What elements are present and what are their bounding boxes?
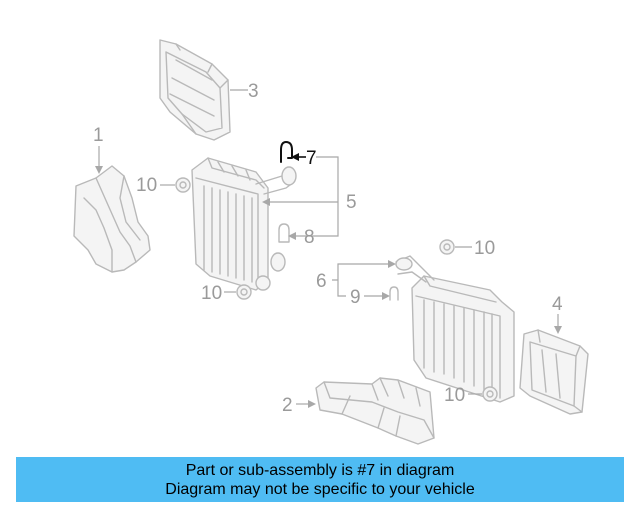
part-6-intercooler-right[interactable] — [395, 255, 515, 403]
svg-text:9: 9 — [350, 287, 361, 308]
banner-line-2: Diagram may not be specific to your vehi… — [165, 480, 475, 498]
part-7-seal[interactable] — [280, 141, 293, 163]
callout-9: 9 — [350, 287, 390, 308]
svg-text:3: 3 — [248, 81, 259, 102]
svg-text:1: 1 — [93, 125, 104, 146]
svg-text:7: 7 — [306, 148, 317, 169]
svg-text:4: 4 — [552, 294, 563, 315]
part-10-bolt-d[interactable] — [482, 386, 498, 402]
callout-4: 4 — [552, 294, 563, 334]
svg-text:10: 10 — [201, 283, 222, 304]
part-4-duct-shroud-right[interactable] — [519, 329, 589, 415]
svg-text:5: 5 — [346, 192, 357, 213]
callout-2: 2 — [282, 395, 316, 416]
svg-text:10: 10 — [136, 175, 157, 196]
callout-3: 3 — [230, 81, 259, 102]
callout-6: 6 — [316, 260, 396, 297]
callout-10b: 10 — [201, 283, 236, 304]
svg-text:6: 6 — [316, 271, 327, 292]
callout-5: 5 — [262, 156, 357, 237]
svg-text:8: 8 — [304, 227, 315, 248]
part-5-intercooler-left[interactable] — [191, 157, 297, 291]
callout-10d: 10 — [444, 385, 482, 406]
part-10-bolt-a[interactable] — [175, 177, 191, 193]
callout-1: 1 — [93, 125, 104, 174]
svg-text:10: 10 — [474, 238, 495, 259]
callout-7: 7 — [291, 148, 317, 169]
callout-8: 8 — [288, 227, 315, 248]
svg-text:2: 2 — [282, 395, 293, 416]
info-banner: Part or sub-assembly is #7 in diagram Di… — [16, 457, 624, 502]
part-8-seal[interactable] — [278, 223, 290, 243]
callout-10c: 10 — [455, 238, 495, 259]
part-1-air-deflector[interactable] — [73, 165, 151, 273]
svg-text:10: 10 — [444, 385, 465, 406]
banner-line-1: Part or sub-assembly is #7 in diagram — [185, 461, 455, 479]
part-10-bolt-c[interactable] — [439, 239, 455, 255]
part-9-seal[interactable] — [389, 286, 399, 301]
part-2-air-duct[interactable] — [315, 377, 435, 445]
part-3-duct-shroud[interactable] — [159, 39, 231, 141]
callout-10a: 10 — [136, 175, 175, 196]
part-10-bolt-b[interactable] — [236, 284, 252, 300]
